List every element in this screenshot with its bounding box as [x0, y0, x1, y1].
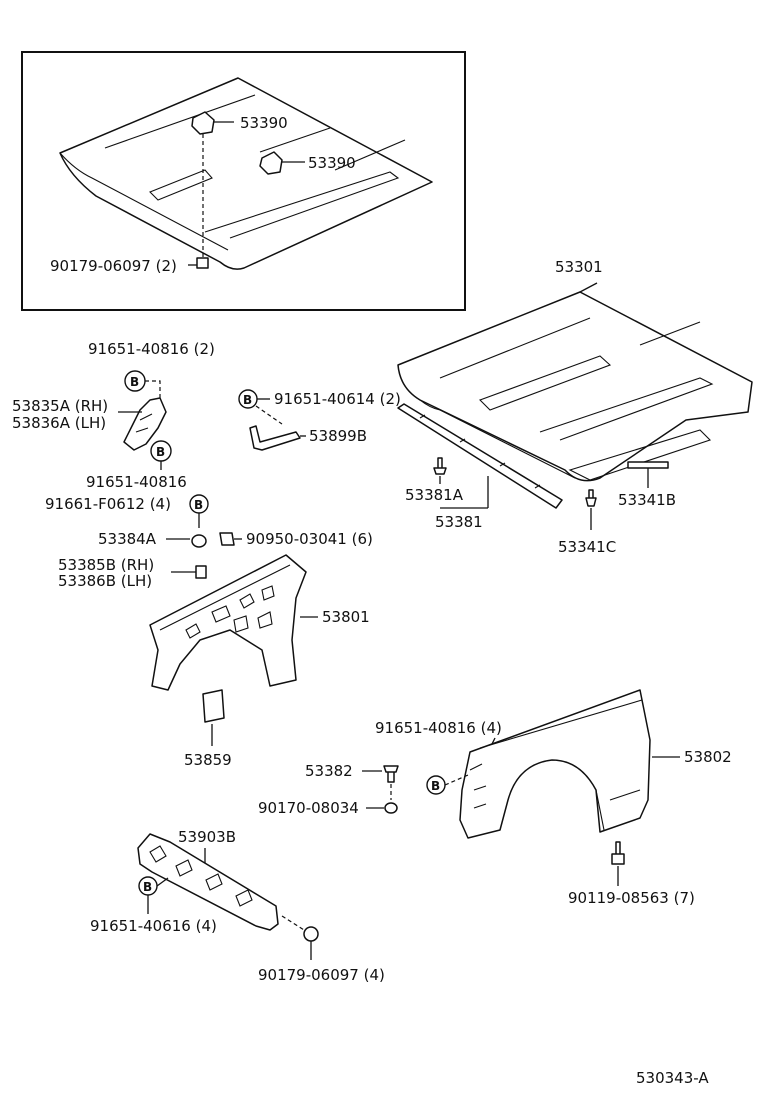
- badge-b-prop: B: [238, 389, 258, 409]
- hood-lining-clip-b-shape: [627, 461, 669, 469]
- badge-b-fender: B: [426, 775, 446, 795]
- fender-pad-label: 53859: [184, 751, 232, 769]
- hood-lining-clip-c-shape: [585, 489, 597, 507]
- hinge-rh-label: 53835A (RH): [12, 397, 108, 415]
- cushion-label: 53384A: [98, 530, 157, 548]
- seal-shape: [195, 565, 207, 579]
- hood-seal-clip-shape: [433, 457, 447, 475]
- fender-apron-group: 91661-F0612 (4) B 53384A 90950-03041 (6)…: [45, 494, 373, 691]
- hood-label: 53301: [555, 258, 603, 276]
- hood-support-shape: [249, 425, 301, 451]
- support-nut-label: 90179-06097 (4): [258, 966, 385, 984]
- hinge-bolt-bottom-label: 91651-40816: [86, 473, 187, 491]
- hood-group: 53301: [397, 258, 753, 482]
- badge-b-support: B: [138, 876, 158, 896]
- apron-nut-shape: [219, 532, 235, 546]
- fender-stopper-shape: [383, 765, 399, 783]
- inset-hinge-upper-label: 53390: [240, 114, 288, 132]
- hood-support-group: B 91651-40614 (2) 53899B: [238, 389, 401, 451]
- badge-b-hinge-top: B: [124, 370, 146, 392]
- hinge-group: 91651-40816 (2) B 53835A (RH) 53836A (LH…: [12, 340, 215, 491]
- inset-panel: 53390 53390 90179-06097 (2): [21, 51, 466, 311]
- inset-frame: [21, 51, 466, 311]
- hinge-bolt-top-label: 91651-40816 (2): [88, 340, 215, 358]
- front-fender-shape: [459, 689, 651, 839]
- hinge-lh-label: 53836A (LH): [12, 414, 106, 432]
- svg-text:B: B: [143, 880, 152, 894]
- fender-bolt-label: 91651-40816 (4): [375, 719, 502, 737]
- inset-hood: [59, 77, 433, 270]
- front-fender-label: 53802: [684, 748, 732, 766]
- radiator-support-group: 53903B B 91651-40616 (4) 90179-06097 (4): [90, 828, 385, 984]
- hinge-shape: [123, 397, 167, 451]
- hood-lining-clip-b-label: 53341B: [618, 491, 676, 509]
- fender-stopper-label: 53382: [305, 762, 353, 780]
- seal-rh-label: 53385B (RH): [58, 556, 154, 574]
- hood-seal-shape: [397, 403, 563, 509]
- svg-text:B: B: [431, 779, 440, 793]
- stopper-nut-label: 90170-08034: [258, 799, 359, 817]
- hood-support-label: 53899B: [309, 427, 367, 445]
- hood-shape: [397, 291, 753, 482]
- prop-bolt-label: 91651-40614 (2): [274, 390, 401, 408]
- stopper-nut-shape: [384, 802, 398, 814]
- inset-nut-shape: [196, 257, 209, 269]
- radiator-support-shape: [137, 833, 279, 931]
- badge-b-apron: B: [189, 494, 209, 514]
- svg-text:B: B: [130, 375, 139, 389]
- support-bolt-label: 91651-40616 (4): [90, 917, 217, 935]
- cushion-shape: [191, 534, 207, 548]
- support-nut-shape: [303, 926, 319, 942]
- diagram-id: 530343-A: [636, 1069, 709, 1087]
- svg-text:B: B: [243, 393, 252, 407]
- apron-bolt-label: 91661-F0612 (4): [45, 495, 171, 513]
- fender-apron-shape: [149, 554, 307, 691]
- hood-lining-clip-c-label: 53341C: [558, 538, 616, 556]
- hood-seal-clip-label: 53381A: [405, 486, 464, 504]
- radiator-support-label: 53903B: [178, 828, 236, 846]
- fender-apron-label: 53801: [322, 608, 370, 626]
- hood-seal-label: 53381: [435, 513, 483, 531]
- svg-text:B: B: [156, 445, 165, 459]
- inset-hinge-lower-label: 53390: [308, 154, 356, 172]
- inset-hinge-lower-shape: [259, 151, 283, 175]
- badge-b-hinge-bottom: B: [150, 440, 172, 462]
- apron-nut-label: 90950-03041 (6): [246, 530, 373, 548]
- inset-nut-label: 90179-06097 (2): [50, 257, 177, 275]
- inset-hinge-upper-shape: [191, 111, 215, 135]
- fender-pad-shape: [202, 689, 225, 723]
- fender-pad-group: 53859: [184, 689, 232, 769]
- fender-screw-shape: [611, 841, 625, 865]
- fender-screw-label: 90119-08563 (7): [568, 889, 695, 907]
- front-fender-group: 91651-40816 (4) B 53802 53382 90170-0803…: [258, 689, 732, 907]
- hood-clips-group: 53341B 53341C: [558, 461, 676, 556]
- svg-text:B: B: [194, 498, 203, 512]
- seal-lh-label: 53386B (LH): [58, 572, 152, 590]
- hood-seal-group: 53381A 53381: [397, 403, 563, 531]
